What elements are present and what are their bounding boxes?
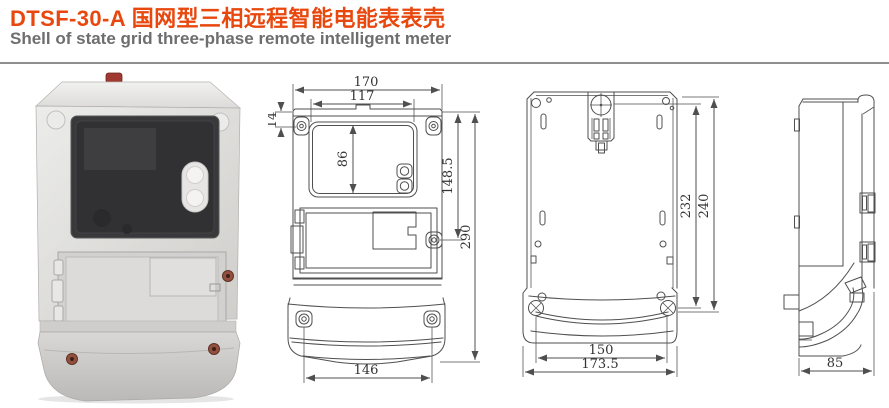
rear-seal-screws [528, 291, 676, 316]
rear-outline [522, 91, 678, 344]
side-view-drawing: 85 [783, 94, 876, 376]
dim-front-overall-width: 170 [354, 75, 379, 90]
seal-screw [222, 270, 234, 282]
header-divider [0, 62, 889, 64]
front-view-drawing: 170 117 14 86 148.5 290 146 [268, 75, 480, 383]
dim-front-top-inset: 14 [268, 112, 280, 129]
rear-dimensions: 232 240 150 173.5 [522, 96, 719, 377]
mounting-hook [587, 91, 615, 154]
dim-front-overall-height: 290 [459, 225, 474, 250]
dim-front-window-width: 117 [350, 89, 375, 104]
rear-mount-holes [530, 97, 675, 265]
dim-side-depth: 85 [827, 356, 844, 371]
page-title: DTSF-30-A 国网型三相远程智能电能表表壳 [10, 6, 446, 31]
rear-view-drawing: 232 240 150 173.5 [522, 91, 719, 377]
front-window [308, 121, 418, 198]
dim-front-window-height: 86 [336, 151, 351, 168]
hinge [53, 259, 64, 276]
push-buttons [181, 161, 209, 213]
body-strip [39, 320, 237, 333]
dim-rear-screw-spacing: 150 [589, 343, 614, 358]
corner-cap [46, 110, 66, 130]
hinge [53, 305, 64, 322]
product-photo [35, 72, 241, 404]
dim-front-upper-height: 148.5 [441, 157, 456, 194]
lower-panel [51, 251, 227, 329]
dim-rear-hook-to-screw: 232 [679, 194, 694, 219]
side-latches [859, 192, 876, 263]
side-terminal-cover [783, 262, 867, 357]
seal-screw [66, 353, 78, 365]
side-outline [794, 94, 875, 357]
side-dimensions: 85 [798, 292, 875, 376]
meter-top-face [35, 81, 241, 109]
terminal-cover [37, 331, 241, 402]
front-dimensions: 170 117 14 86 148.5 290 146 [268, 75, 480, 383]
hinge [51, 279, 64, 303]
front-terminal-cover [287, 297, 446, 365]
seal-screw [208, 343, 220, 355]
page-subtitle: Shell of state grid three-phase remote i… [10, 29, 452, 48]
dim-rear-mount-height: 240 [697, 194, 712, 219]
top-red-button [105, 72, 123, 84]
front-lower-panel [290, 207, 443, 286]
display-window [70, 115, 220, 239]
dim-rear-cover-width: 173.5 [581, 357, 618, 372]
dim-front-bottom-width: 146 [354, 363, 379, 378]
